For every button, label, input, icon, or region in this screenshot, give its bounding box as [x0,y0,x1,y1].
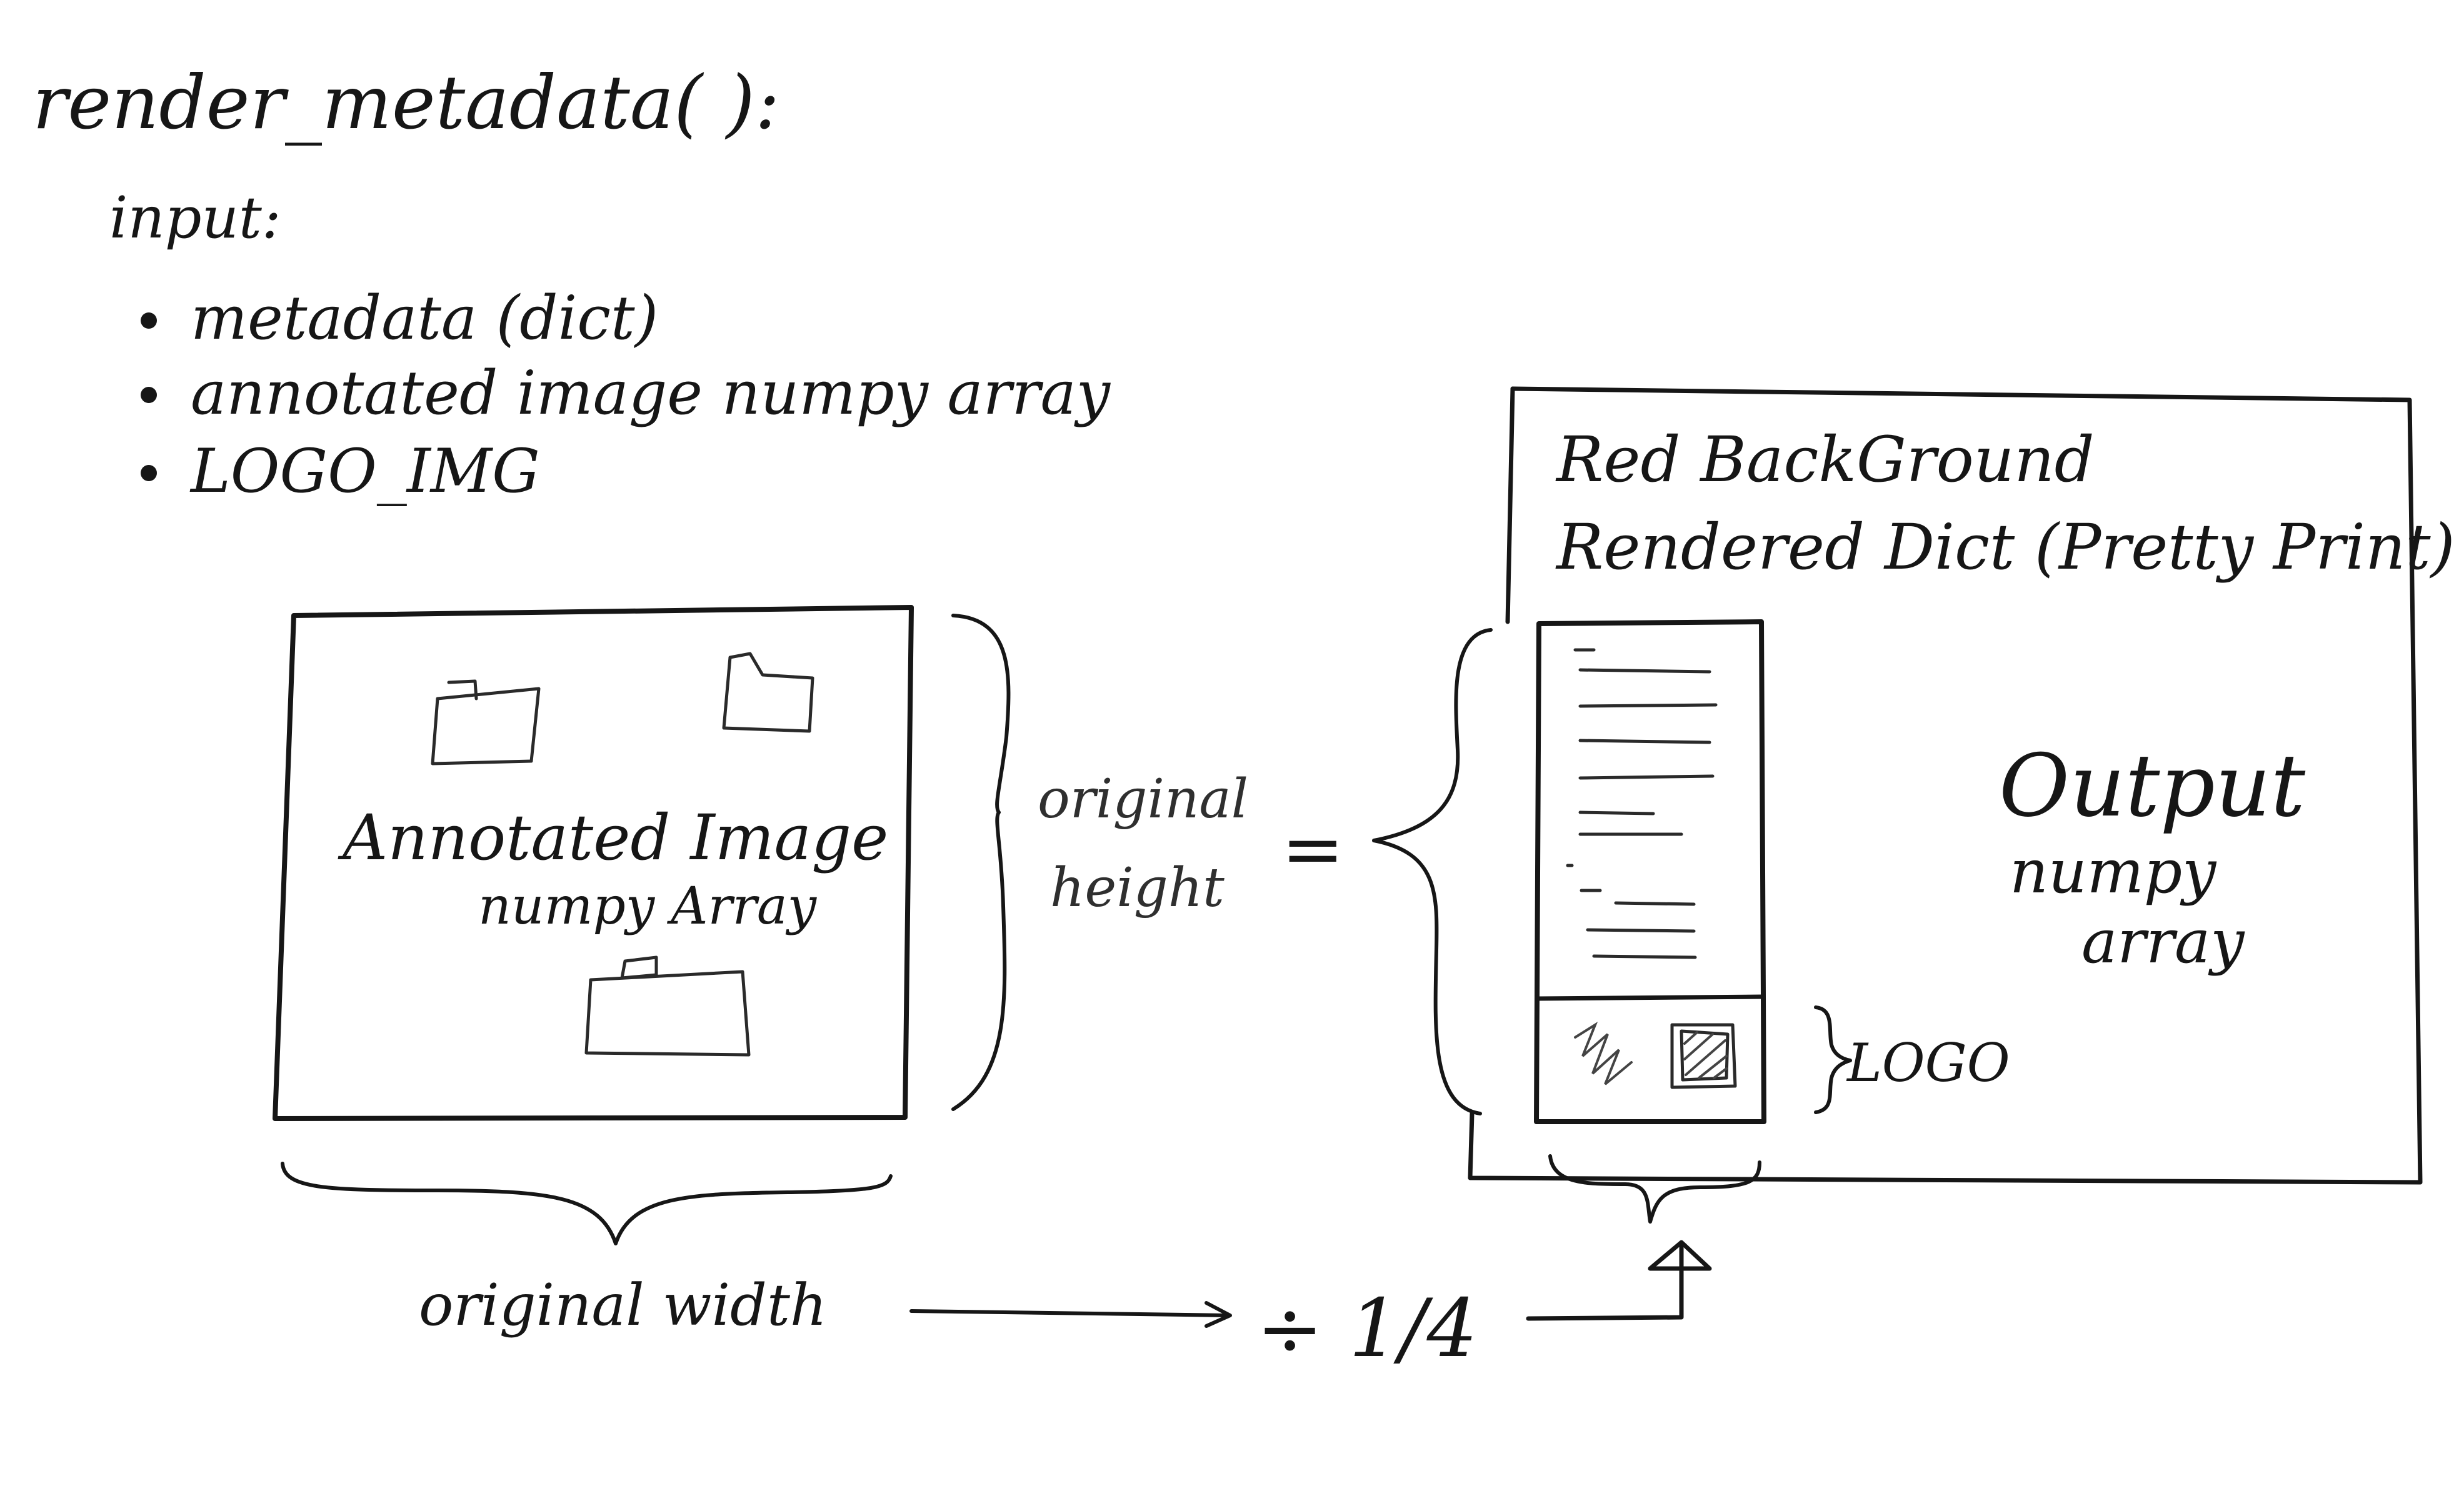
output-numpy-label: numpy [2010,837,2217,907]
output-array-label: array [2081,907,2245,977]
width-arrow-line [909,1309,1230,1317]
height-brace-right [1372,628,1493,1115]
column-width-brace [1548,1154,1761,1224]
output-panel-left-edge [1505,386,1515,624]
quarter-ratio-label: ÷ 1/4 [1256,1282,1478,1375]
height-brace-left [951,614,1011,1111]
ratio-arrow-head [1648,1240,1712,1271]
sketch-box-icon-3 [584,955,751,1057]
pretty-print-lines [1566,648,1718,959]
bullet-1 [141,312,157,329]
original-height-label-1: original [1038,768,1248,830]
function-title: render_metadata( ): [33,59,780,146]
original-width-label: original width [419,1272,827,1339]
sketch-box-icon-1 [431,679,541,765]
input-heading: input: [109,184,281,251]
input-item-metadata: metadata (dict) [191,283,658,353]
sketch-box-icon-2 [722,652,814,733]
logo-label: LOGO [1846,1032,2010,1094]
width-arrow-head [1204,1301,1232,1328]
output-label: Output [1999,736,2306,836]
annotated-image-box [273,605,914,1121]
output-panel-frame [1468,386,2423,1185]
annotated-image-label: Annotated Image [338,801,888,874]
metadata-column [1534,619,1766,1124]
bullet-2 [141,387,157,403]
width-brace [281,1162,893,1245]
logo-scribble-icon [1574,1022,1633,1085]
original-height-label-2: height [1050,857,1224,919]
ratio-arrow-line [1526,1244,1684,1321]
red-background-label: Red BackGround [1555,423,2095,496]
rendered-dict-label: Rendered Dict (Pretty Print) [1555,511,2455,584]
logo-brace [1814,1005,1852,1114]
bullet-3 [141,465,157,481]
numpy-array-label: numpy Array [478,877,818,936]
input-item-annotated-image: annotated image numpy array [191,358,1111,428]
logo-square-icon [1670,1023,1737,1089]
input-item-logo-img: LOGO_IMG [189,436,540,506]
logo-divider [1535,994,1765,1001]
equals-sign: = [1281,806,1345,893]
